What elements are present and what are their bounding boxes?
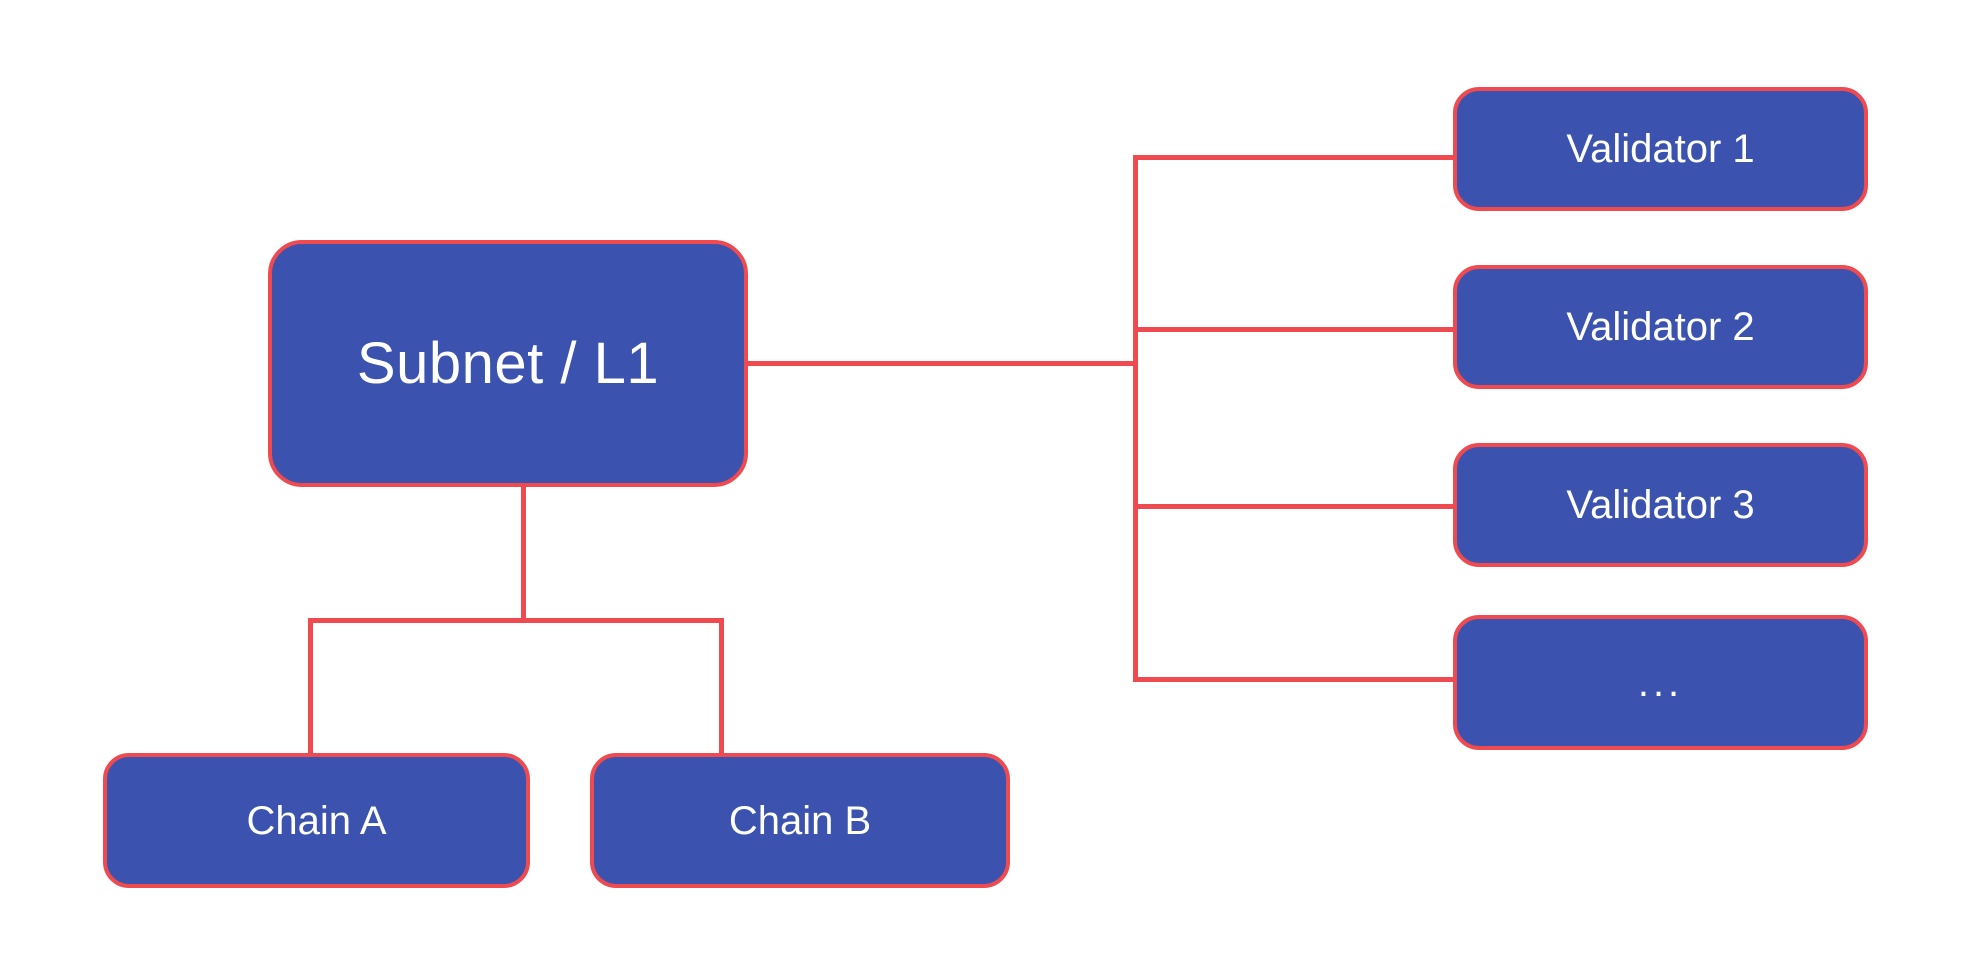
node-subnet-l1-label: Subnet / L1 <box>356 330 660 396</box>
edge-trunk-to-validator-3 <box>1133 504 1455 509</box>
edge-bus-to-chain-b <box>719 618 724 755</box>
node-chain-a-label: Chain A <box>246 798 387 843</box>
node-chain-b-label: Chain B <box>728 798 872 843</box>
node-chain-b[interactable]: Chain B <box>590 753 1010 888</box>
node-chain-a[interactable]: Chain A <box>103 753 530 888</box>
node-validator-2-label: Validator 2 <box>1566 305 1755 349</box>
edge-subnet-to-chain-bus <box>521 485 526 622</box>
edge-chain-bus <box>308 618 724 623</box>
node-validator-3[interactable]: Validator 3 <box>1453 443 1868 567</box>
node-validator-1-label: Validator 1 <box>1566 127 1755 171</box>
node-validator-3-label: Validator 3 <box>1566 483 1755 527</box>
edge-trunk-to-ellipsis <box>1133 677 1455 682</box>
node-validator-ellipsis[interactable]: ... <box>1453 615 1868 750</box>
node-subnet-l1[interactable]: Subnet / L1 <box>268 240 748 487</box>
node-validator-2[interactable]: Validator 2 <box>1453 265 1868 389</box>
edge-subnet-to-validator-trunk <box>746 361 1138 366</box>
node-validator-ellipsis-label: ... <box>1637 660 1684 705</box>
edge-trunk-to-validator-1 <box>1133 155 1455 160</box>
edge-validator-trunk <box>1133 155 1138 682</box>
node-validator-1[interactable]: Validator 1 <box>1453 87 1868 211</box>
edge-trunk-to-validator-2 <box>1133 327 1455 332</box>
edge-bus-to-chain-a <box>308 618 313 755</box>
